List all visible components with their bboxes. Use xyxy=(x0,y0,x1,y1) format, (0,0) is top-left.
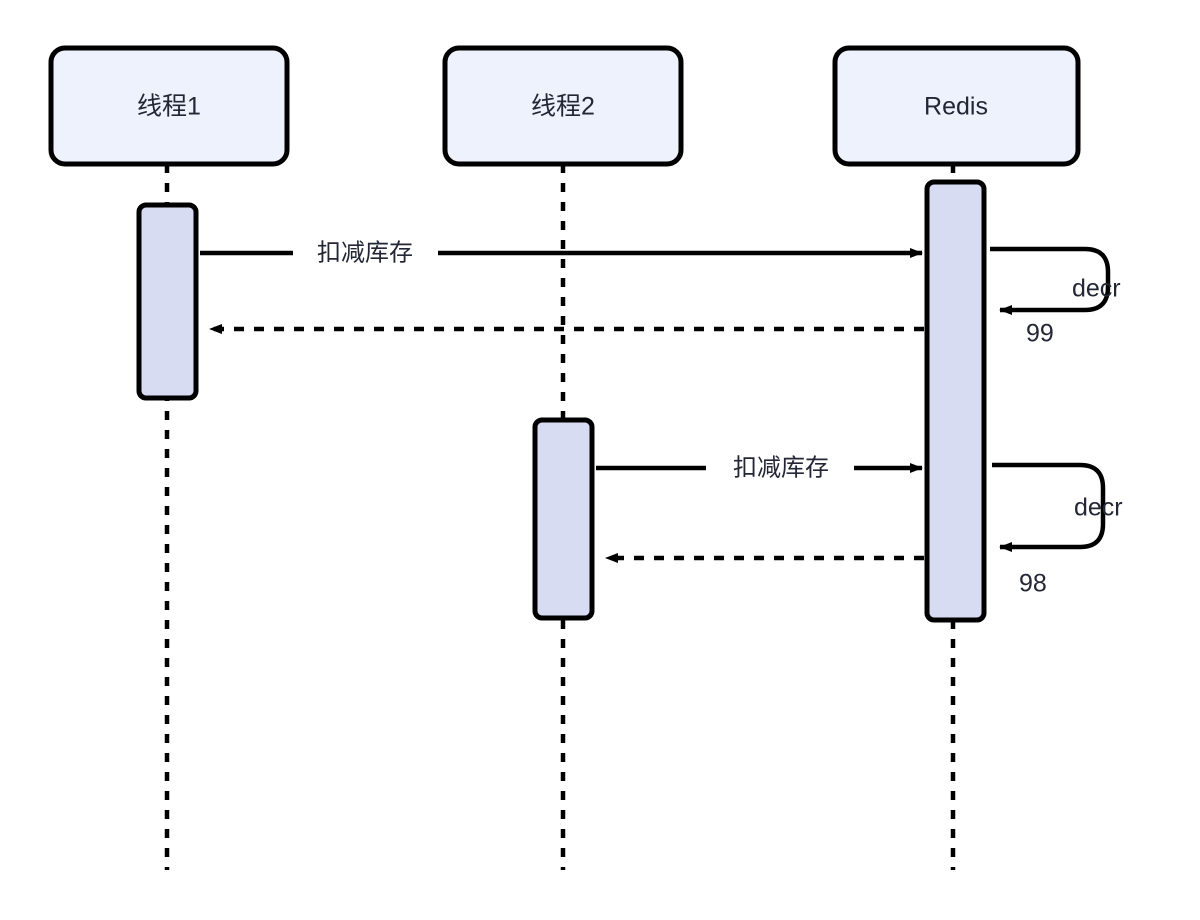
activations-group xyxy=(136,179,987,623)
participant-box-thread2[interactable] xyxy=(442,45,684,167)
message-2-selfloop-path xyxy=(990,246,1111,315)
participant-label-redis: Redis xyxy=(924,93,988,121)
activation-bar-thread2[interactable] xyxy=(532,417,595,621)
message-1-group[interactable]: 扣减库存 xyxy=(200,239,923,266)
message-2-value-99: 99 xyxy=(1026,320,1054,348)
participant-box-redis[interactable] xyxy=(832,45,1081,167)
message-2-selfloop-group[interactable]: decr 99 xyxy=(990,246,1121,348)
message-5-value-98: 98 xyxy=(1019,570,1047,598)
message-5-label-decr: decr xyxy=(1074,494,1123,522)
message-1-label: 扣减库存 xyxy=(317,239,413,266)
activation-bar-redis[interactable] xyxy=(924,179,987,623)
activation-bar-thread1[interactable] xyxy=(136,202,199,401)
message-4-group[interactable]: 扣减库存 xyxy=(596,454,923,481)
message-5-selfloop-group[interactable]: decr 98 xyxy=(992,462,1123,598)
participant-redis[interactable]: Redis xyxy=(832,45,1081,167)
participant-thread1[interactable]: 线程1 xyxy=(48,45,290,167)
message-2-label-decr: decr xyxy=(1072,275,1121,303)
participant-thread2[interactable]: 线程2 xyxy=(442,45,684,167)
participant-box-thread1[interactable] xyxy=(48,45,290,167)
message-4-label: 扣减库存 xyxy=(733,454,829,481)
message-5-selfloop-path xyxy=(992,462,1106,552)
participant-label-thread2: 线程2 xyxy=(531,93,595,121)
participant-label-thread1: 线程1 xyxy=(137,93,201,121)
